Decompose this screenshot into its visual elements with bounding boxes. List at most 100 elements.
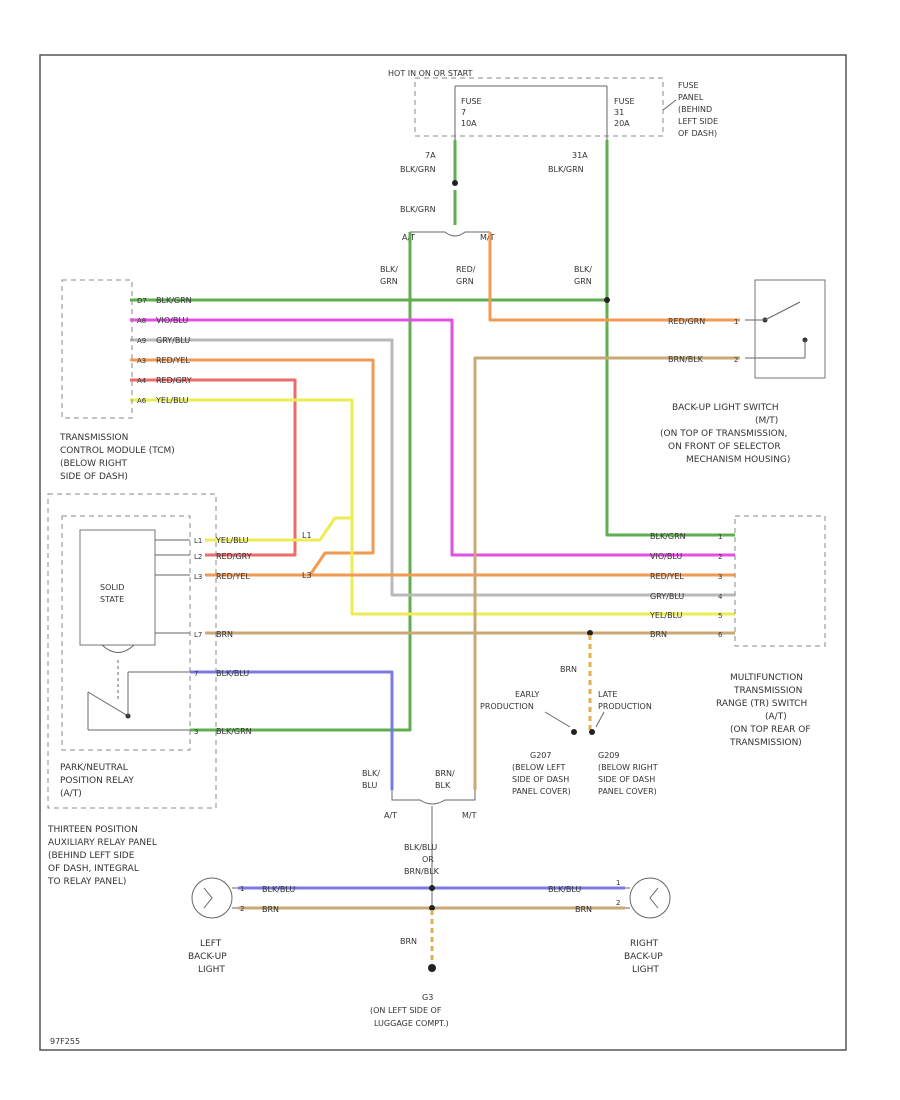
ground-g3-wire-label: BRN bbox=[400, 937, 417, 946]
bottom-vert-labels: BLK/ BLU BRN/ BLK bbox=[362, 769, 455, 790]
right-backup-light bbox=[625, 877, 671, 919]
wire-31a-id: 31A bbox=[572, 151, 588, 160]
left-lamp-label: LEFT BACK-UP LIGHT bbox=[188, 939, 227, 975]
svg-text:BACK-UP LIGHT SWITCH: BACK-UP LIGHT SWITCH bbox=[672, 403, 779, 413]
svg-text:5: 5 bbox=[718, 612, 722, 620]
svg-text:BLU: BLU bbox=[362, 781, 378, 790]
svg-text:L2: L2 bbox=[194, 553, 202, 561]
mfs-wire-colors: BLK/GRN VIO/BLU RED/YEL GRY/BLU YEL/BLU … bbox=[649, 532, 686, 639]
svg-text:(ON LEFT SIDE OF: (ON LEFT SIDE OF bbox=[370, 1006, 442, 1015]
svg-text:(BELOW LEFT: (BELOW LEFT bbox=[512, 763, 566, 772]
wire-violet bbox=[130, 318, 735, 557]
wire-blue-relay bbox=[190, 670, 394, 790]
svg-text:TRANSMISSION: TRANSMISSION bbox=[733, 686, 802, 696]
svg-text:VIO/BLU: VIO/BLU bbox=[156, 316, 188, 325]
left-backup-light bbox=[191, 877, 238, 919]
svg-text:(BEHIND: (BEHIND bbox=[678, 105, 712, 114]
svg-text:A9: A9 bbox=[137, 337, 146, 345]
svg-text:2: 2 bbox=[718, 553, 722, 561]
svg-text:BRN: BRN bbox=[216, 630, 233, 639]
mfs-pins: 1 2 3 4 5 6 bbox=[718, 533, 723, 639]
wire-7a-color: BLK/GRN bbox=[400, 165, 436, 174]
svg-text:BLK/BLU: BLK/BLU bbox=[216, 669, 249, 678]
svg-text:RED/: RED/ bbox=[456, 265, 476, 274]
ground-wire-label: BRN bbox=[560, 665, 577, 674]
relay-wire-colors: YEL/BLU RED/GRY RED/YEL BRN BLK/BLU BLK/… bbox=[215, 536, 252, 736]
at-mt-splice bbox=[409, 231, 490, 237]
svg-text:ON FRONT OF SELECTOR: ON FRONT OF SELECTOR bbox=[668, 442, 781, 452]
svg-text:L7: L7 bbox=[194, 631, 202, 639]
aux-relay-panel-label: THIRTEEN POSITION AUXILIARY RELAY PANEL … bbox=[47, 825, 157, 887]
pn-relay-label: PARK/NEUTRAL POSITION RELAY (A/T) bbox=[60, 763, 134, 799]
lamp-wire-label-right-1: BLK/BLU bbox=[548, 885, 581, 894]
svg-text:PARK/NEUTRAL: PARK/NEUTRAL bbox=[60, 763, 128, 773]
wire-yellow-relay bbox=[205, 516, 352, 542]
early-leader bbox=[544, 711, 571, 728]
svg-text:BLK/BLU: BLK/BLU bbox=[404, 843, 437, 852]
relay-switch-symbol bbox=[87, 539, 190, 731]
right-lamp-label: RIGHT BACK-UP LIGHT bbox=[624, 939, 663, 975]
svg-text:G3: G3 bbox=[422, 993, 433, 1002]
lamp-wire-label-right-2: BRN bbox=[575, 905, 592, 914]
svg-text:BLK/GRN: BLK/GRN bbox=[156, 296, 192, 305]
svg-text:RED/YEL: RED/YEL bbox=[650, 572, 684, 581]
g207-label: G207 (BELOW LEFT SIDE OF DASH PANEL COVE… bbox=[512, 751, 571, 796]
solid-state-label-2: STATE bbox=[100, 595, 124, 604]
wire-red-grn bbox=[488, 232, 740, 322]
svg-text:BLK/: BLK/ bbox=[380, 265, 398, 274]
g209-label: G209 (BELOW RIGHT SIDE OF DASH PANEL COV… bbox=[598, 751, 658, 796]
vert-label-2: RED/ GRN bbox=[456, 265, 476, 286]
svg-text:A8: A8 bbox=[137, 317, 146, 325]
svg-text:THIRTEEN POSITION: THIRTEEN POSITION bbox=[47, 825, 138, 835]
fuse-label-leader bbox=[662, 99, 677, 111]
svg-text:YEL/BLU: YEL/BLU bbox=[215, 536, 249, 545]
wire-orange-tcm bbox=[130, 358, 375, 576]
bottom-at: A/T bbox=[384, 811, 397, 820]
svg-text:L3: L3 bbox=[194, 573, 202, 581]
svg-text:(BEHIND LEFT SIDE: (BEHIND LEFT SIDE bbox=[48, 851, 135, 861]
aux-relay-panel-box bbox=[47, 493, 217, 809]
fuse-31: FUSE 31 20A bbox=[606, 86, 635, 140]
svg-text:(BELOW RIGHT: (BELOW RIGHT bbox=[60, 459, 128, 469]
tcm-box bbox=[61, 279, 133, 419]
svg-text:(ON TOP OF TRANSMISSION,: (ON TOP OF TRANSMISSION, bbox=[660, 429, 787, 439]
svg-text:G209: G209 bbox=[598, 751, 619, 760]
svg-text:LEFT SIDE: LEFT SIDE bbox=[678, 117, 718, 126]
svg-text:BLK/GRN: BLK/GRN bbox=[216, 727, 252, 736]
hot-in-label: HOT IN ON OR START bbox=[388, 69, 473, 78]
left-lamp-pin-2: 2 bbox=[240, 905, 244, 913]
svg-text:L1: L1 bbox=[194, 537, 202, 545]
svg-text:LIGHT: LIGHT bbox=[198, 965, 225, 975]
solid-state-label-1: SOLID bbox=[100, 583, 124, 592]
svg-text:YEL/BLU: YEL/BLU bbox=[155, 396, 189, 405]
svg-text:GRY/BLU: GRY/BLU bbox=[650, 592, 684, 601]
figure-id: 97F255 bbox=[50, 1037, 80, 1046]
svg-text:D7: D7 bbox=[137, 297, 147, 305]
svg-text:BRN: BRN bbox=[650, 630, 667, 639]
svg-text:SIDE OF DASH: SIDE OF DASH bbox=[512, 775, 569, 784]
svg-text:OF DASH): OF DASH) bbox=[678, 129, 717, 138]
svg-text:PRODUCTION: PRODUCTION bbox=[480, 702, 534, 711]
svg-text:3: 3 bbox=[718, 573, 722, 581]
svg-text:MULTIFUNCTION: MULTIFUNCTION bbox=[730, 673, 803, 683]
backup-switch-symbol bbox=[745, 301, 808, 359]
svg-text:7: 7 bbox=[194, 670, 198, 678]
combined-wire-label: BLK/BLU OR BRN/BLK bbox=[404, 843, 440, 876]
lamp-wire-label-left-2: BRN bbox=[262, 905, 279, 914]
g3-dot bbox=[428, 964, 436, 972]
svg-text:A6: A6 bbox=[137, 397, 147, 405]
tcm-label: TRANSMISSION CONTROL MODULE (TCM) (BELOW… bbox=[59, 433, 175, 482]
relay-splice-l3: L3 bbox=[302, 571, 312, 580]
svg-text:RED/GRY: RED/GRY bbox=[156, 376, 192, 385]
svg-text:GRN: GRN bbox=[456, 277, 474, 286]
wire-yellow-tcm bbox=[130, 398, 735, 616]
svg-text:PRODUCTION: PRODUCTION bbox=[598, 702, 652, 711]
svg-text:PANEL COVER): PANEL COVER) bbox=[512, 787, 571, 796]
svg-text:A3: A3 bbox=[137, 357, 146, 365]
bottom-splice bbox=[391, 790, 476, 805]
svg-text:BLK/: BLK/ bbox=[574, 265, 592, 274]
late-production-label: LATE PRODUCTION bbox=[598, 690, 652, 711]
svg-text:3: 3 bbox=[194, 728, 198, 736]
svg-text:YEL/BLU: YEL/BLU bbox=[649, 611, 683, 620]
wire-red-tcm bbox=[130, 378, 297, 557]
